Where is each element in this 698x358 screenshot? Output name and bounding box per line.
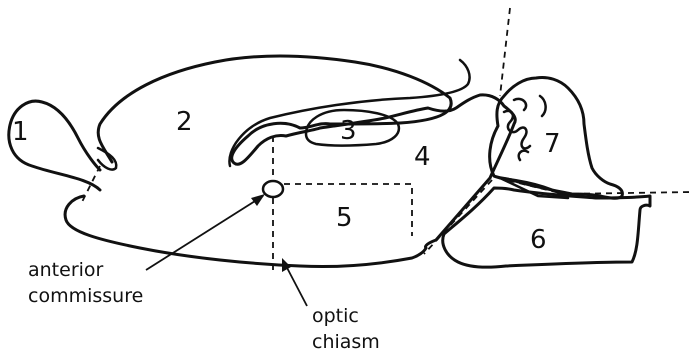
- region-4-label: 4: [414, 142, 431, 172]
- region-5-label: 5: [336, 203, 353, 233]
- boundary-dorsal-midbrain: [500, 8, 510, 96]
- optic-chiasm-label-line2: chiasm: [312, 331, 380, 353]
- cerebellar-folia: [504, 96, 546, 160]
- region-1-label: 1: [12, 117, 29, 147]
- brain-main-outline: [65, 56, 515, 267]
- region-7-label: 7: [544, 129, 561, 159]
- olfactory-notch: [98, 148, 116, 170]
- optic-chiasm-label-line1: optic: [312, 305, 359, 327]
- corpus-callosum-inner: [229, 60, 469, 166]
- region-6-label: 6: [530, 225, 547, 255]
- anterior-commissure-marker: [263, 181, 283, 197]
- anterior-commissure-arrowhead: [251, 194, 265, 206]
- region-2-label: 2: [176, 107, 193, 137]
- region-3-label: 3: [340, 116, 357, 146]
- anterior-commissure-label-line2: commissure: [28, 285, 143, 307]
- anterior-commissure-label-line1: anterior: [28, 259, 104, 281]
